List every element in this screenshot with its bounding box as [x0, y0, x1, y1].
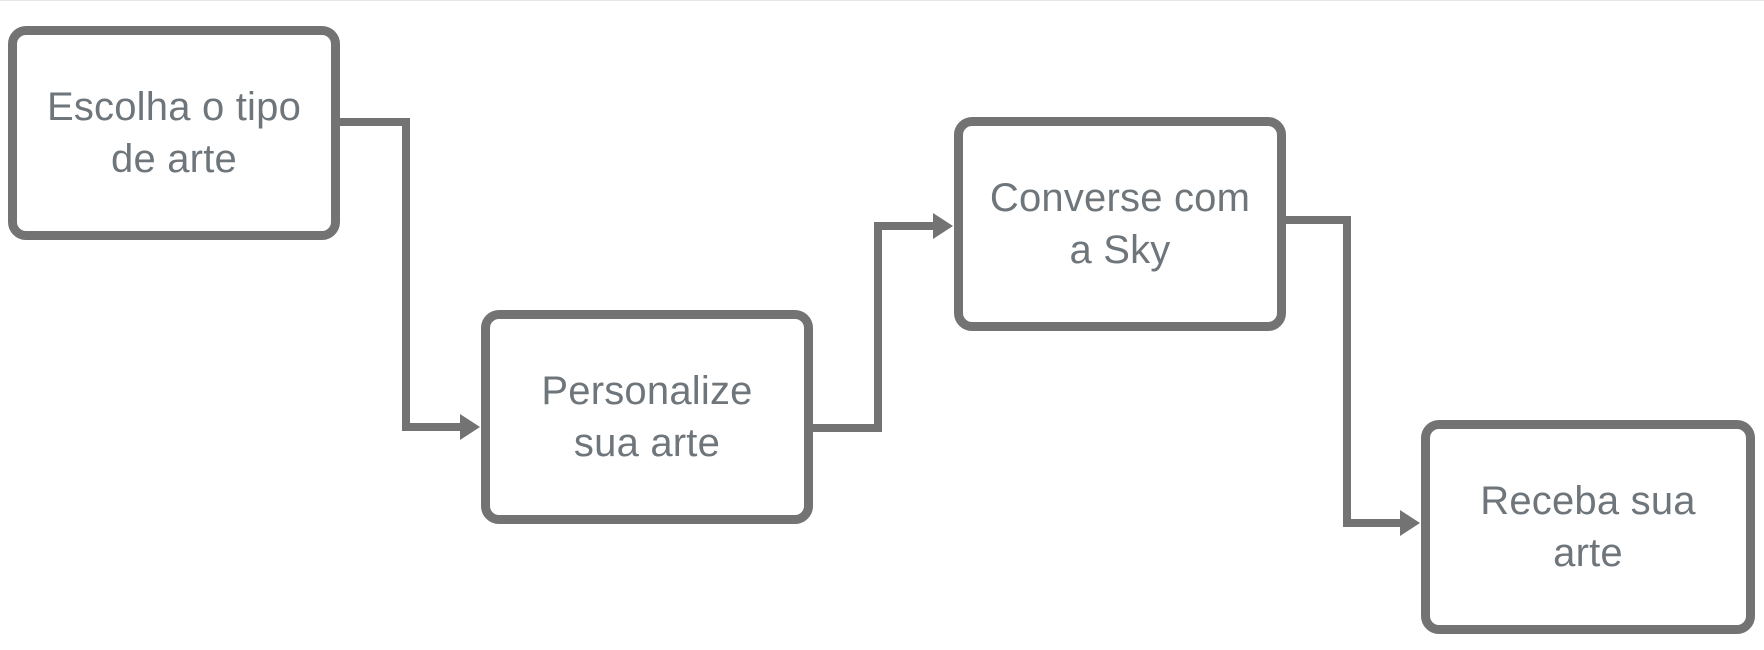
step-label: Personalize sua arte: [541, 369, 753, 465]
arrowhead-to-step2: [460, 414, 480, 440]
connector-step3-step4: [1286, 216, 1403, 527]
step-label: Receba sua arte: [1480, 479, 1696, 575]
step-label: Escolha o tipo de arte: [46, 85, 302, 181]
step-box-talk-to-sky: Converse com a Sky: [954, 117, 1286, 331]
step-box-customize-art: Personalize sua arte: [481, 310, 813, 524]
arrowhead-to-step4: [1400, 510, 1420, 536]
connector-step2-step3: [813, 222, 934, 432]
connector-step1-step2: [340, 118, 462, 431]
step-box-receive-art: Receba sua arte: [1421, 420, 1755, 634]
step-label: Converse com a Sky: [989, 176, 1251, 272]
arrowhead-to-step3: [933, 213, 953, 239]
top-divider: [0, 0, 1764, 1]
step-box-choose-art-type: Escolha o tipo de arte: [8, 26, 340, 240]
